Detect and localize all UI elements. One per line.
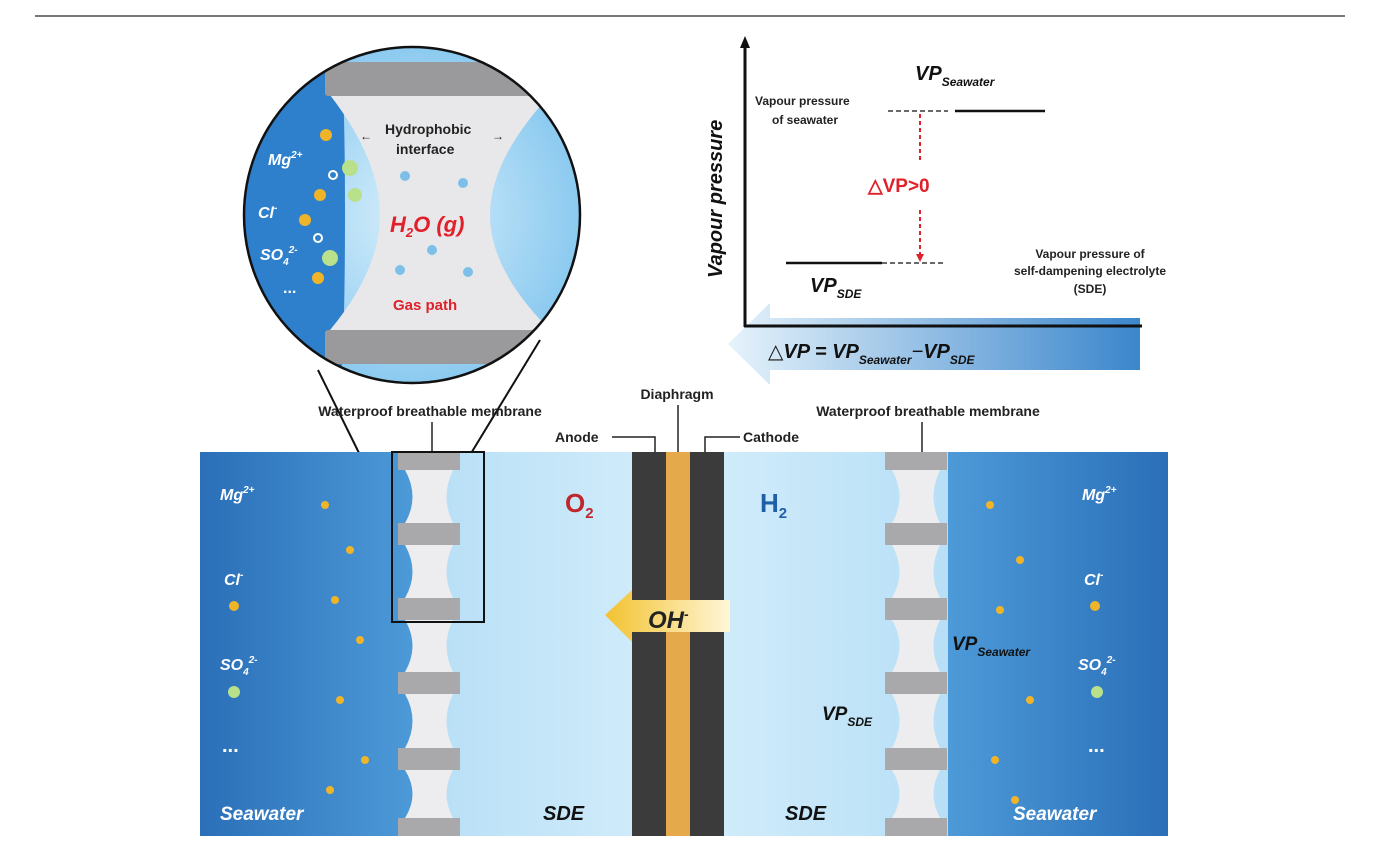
ion-cl-right: Cl- — [1084, 570, 1104, 589]
circle-ion-so4: SO42- — [260, 245, 298, 268]
oh-label: OH- — [648, 606, 689, 634]
hydrophobic-label: Hydrophobic — [385, 121, 472, 137]
ions-hollow — [313, 170, 338, 243]
zoom-circle: Hydrophobic interface ← → H2O (g) Gas pa… — [242, 45, 582, 456]
sde-desc-1: Vapour pressure of — [1035, 247, 1145, 261]
ion-mg-right: Mg2+ — [1082, 485, 1117, 504]
cathode-label: Cathode — [743, 429, 799, 445]
interface-label: interface — [396, 141, 455, 157]
arrow-left-icon: ← — [360, 129, 372, 143]
seawater-right — [948, 452, 1168, 836]
seawater-left — [200, 452, 415, 836]
delta-vp-equation: △VP = VPSeawater−VPSDE — [768, 341, 976, 367]
sde-desc-2: self-dampening electrolyte — [1014, 264, 1166, 278]
seawater-desc-2: of seawater — [772, 113, 838, 127]
ion-more-right: ... — [1088, 735, 1105, 757]
diaphragm — [666, 452, 690, 836]
delta-vp-positive: △VP>0 — [867, 176, 930, 197]
circle-ion-more: ... — [283, 280, 296, 297]
membrane-bottom — [325, 330, 547, 364]
sde-desc-3: (SDE) — [1074, 282, 1107, 296]
electrolysis-cell: OH- O2 H2 SDE SDE Seawater Seawater VPSe… — [200, 451, 1168, 836]
ions-left — [229, 501, 369, 794]
seawater-right-label: Seawater — [1013, 804, 1098, 825]
membrane-left — [398, 452, 460, 836]
membrane-left-label: Waterproof breathable membrane — [318, 403, 542, 419]
delta-vp-arrow — [728, 303, 1140, 385]
vp-seawater-cell-label: VPSeawater — [952, 634, 1031, 659]
vp-sde-cell-label: VPSDE — [822, 704, 873, 729]
zoom-box — [391, 451, 485, 623]
h2o-label: H2O (g) — [390, 212, 464, 240]
circle-ion-cl: Cl- — [258, 203, 278, 222]
anode — [632, 452, 666, 836]
vp-seawater-label: VPSeawater — [915, 63, 996, 89]
ion-mg-left: Mg2+ — [220, 485, 255, 504]
zoom-line-left — [317, 369, 361, 456]
circle-ion-mg: Mg2+ — [268, 150, 303, 169]
y-axis-arrowhead — [740, 36, 750, 48]
ions-right — [986, 501, 1100, 804]
ion-so4-right: SO42- — [1078, 655, 1116, 678]
oh-arrow — [605, 590, 730, 642]
gas-path-label: Gas path — [393, 297, 457, 314]
arrow-right-icon: → — [492, 129, 504, 143]
ion-so4-left: SO42- — [220, 655, 258, 678]
cathode — [690, 452, 724, 836]
ion-more-left: ... — [222, 735, 239, 757]
zoom-line-right — [469, 339, 541, 456]
gas-pore — [330, 95, 550, 330]
sde-right-label: SDE — [785, 803, 827, 825]
vp-sde-label: VPSDE — [810, 275, 862, 301]
membrane-right — [885, 452, 947, 836]
h2-label: H2 — [760, 488, 787, 522]
seawater-desc-1: Vapour pressure — [755, 94, 850, 108]
anode-label: Anode — [555, 429, 599, 445]
sde-left-label: SDE — [543, 803, 585, 825]
y-axis-label: Vapour pressure — [705, 120, 727, 278]
ion-cl-left: Cl- — [224, 570, 244, 589]
diaphragm-label: Diaphragm — [640, 386, 713, 402]
membrane-top — [325, 62, 547, 96]
vapour-droplets — [395, 171, 473, 277]
ions-green — [322, 160, 362, 266]
membrane-right-label: Waterproof breathable membrane — [816, 403, 1040, 419]
o2-label: O2 — [565, 488, 594, 522]
seawater-left-label: Seawater — [220, 804, 305, 825]
ions-yellow — [299, 129, 332, 284]
vapour-pressure-chart: Vapour pressure VPSeawater Vapour pressu… — [705, 36, 1166, 385]
